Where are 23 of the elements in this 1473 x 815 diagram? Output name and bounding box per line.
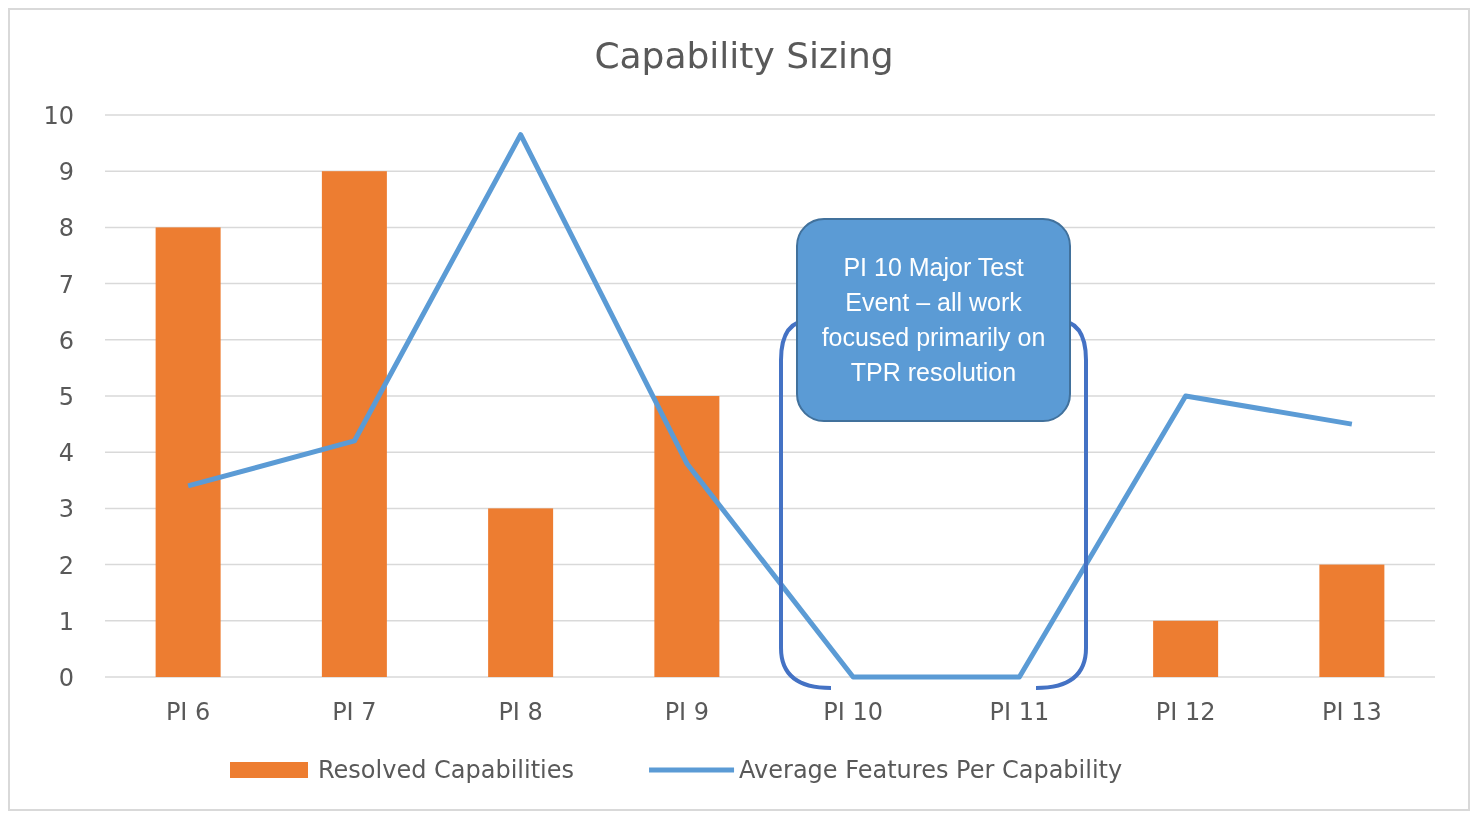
- axis-tick-label: 4: [58, 439, 74, 468]
- axis-tick-label: 1: [58, 607, 74, 636]
- axis-tick-label: 10: [43, 102, 74, 130]
- category-label: PI 12: [1155, 698, 1216, 726]
- axis-tick-label: 2: [58, 551, 74, 580]
- axis-tick-label: 3: [58, 495, 74, 524]
- axis-tick-label: 8: [58, 214, 74, 243]
- category-label: PI 10: [823, 698, 883, 726]
- callout-box: PI 10 Major Test Event – all work focused primarily on TPR resolution: [796, 218, 1071, 422]
- category-label: PI 13: [1322, 698, 1382, 726]
- category-label: PI 9: [664, 698, 710, 726]
- axis-tick-label: 5: [58, 383, 74, 411]
- chart-title: Capability Sizing: [594, 35, 894, 76]
- category-label: PI 6: [165, 698, 211, 726]
- category-label: PI 11: [989, 698, 1050, 726]
- axis-tick-label: 0: [58, 664, 74, 692]
- category-label: PI 7: [332, 698, 377, 726]
- category-label: PI 8: [498, 698, 543, 726]
- legend-label: Average Features Per Capability: [739, 756, 1123, 784]
- legend-label: Resolved Capabilities: [318, 756, 575, 784]
- axis-tick-label: 7: [58, 270, 74, 299]
- axis-tick-label: 9: [58, 158, 74, 187]
- axis-tick-label: 6: [58, 326, 74, 355]
